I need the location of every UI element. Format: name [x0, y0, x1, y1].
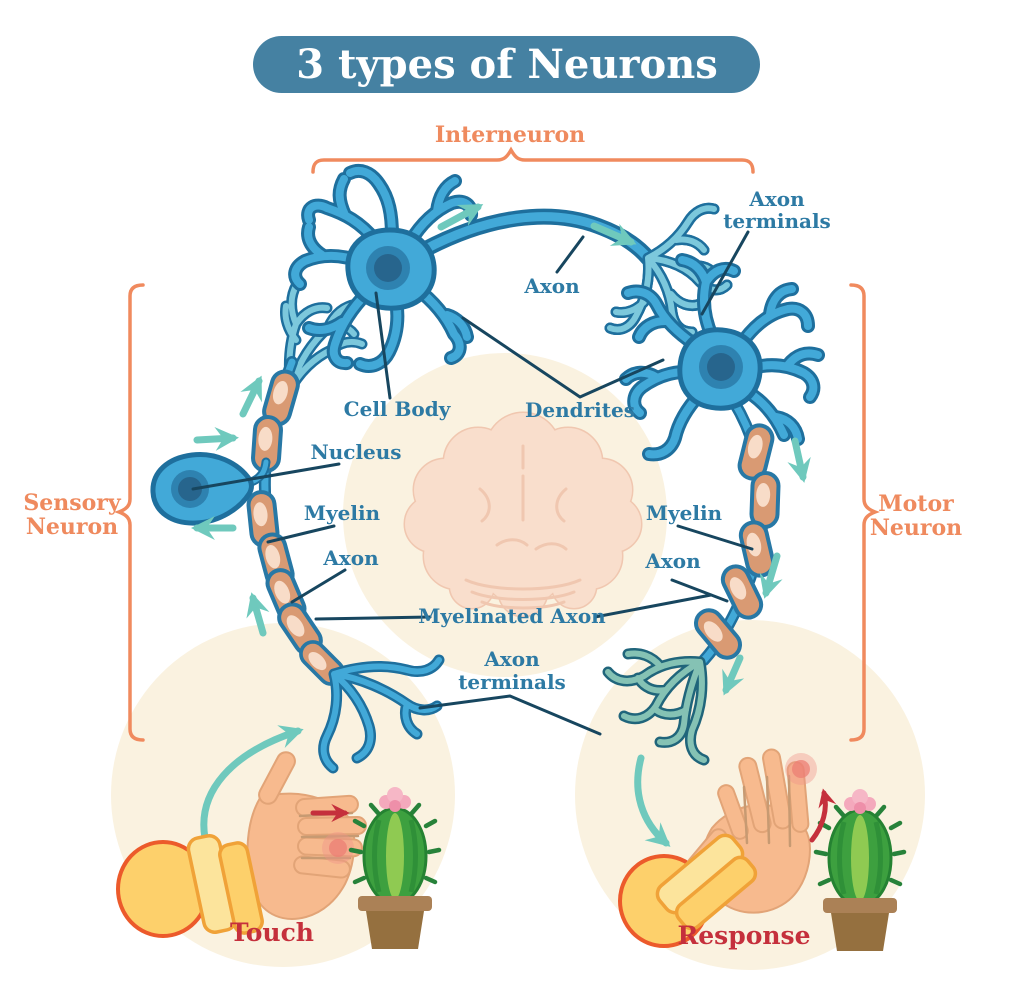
left-fingers — [258, 751, 367, 879]
signal-arrow-motor-to-hand — [634, 754, 671, 847]
title-banner — [253, 36, 760, 93]
pointer-myelin-right — [676, 524, 754, 551]
pointer-axon-right — [670, 578, 729, 603]
signal-arrow-touch-to-sensory — [200, 725, 304, 842]
touch-scene — [116, 751, 439, 949]
pointer-nucleus — [191, 462, 341, 491]
signal-arrow-motor-1 — [787, 437, 811, 483]
signal-arrow-sensory-bottom — [246, 592, 270, 637]
response-arrow — [809, 788, 837, 843]
label-axon-terminals-center-line1: Axon — [483, 647, 540, 671]
interneuron-nucleus — [374, 254, 402, 282]
signal-arrow-interneuron-2 — [590, 222, 637, 246]
pointer-myelinated-axon — [314, 593, 713, 621]
interneuron-illustration — [295, 171, 727, 366]
signal-arrow-motor-3 — [722, 654, 745, 696]
pointer-dendrites — [461, 316, 665, 399]
sensory-nucleus — [178, 477, 202, 501]
label-axon-terminals-top-line1: Axon — [748, 187, 805, 211]
motor-neuron-label-line2: Neuron — [870, 515, 962, 541]
pointer-axon-terminals-top — [700, 230, 750, 316]
pointer-cell-body — [374, 291, 392, 400]
label-myelin-right: Myelin — [646, 501, 723, 525]
motor-neuron-illustration — [608, 260, 818, 760]
motor-neuron-label-line1: Motor — [878, 491, 954, 517]
label-myelinated-axon: Myelinated Axon — [418, 604, 606, 628]
label-myelin-left: Myelin — [304, 501, 381, 525]
pointer-lines — [191, 230, 754, 736]
label-axon-left: Axon — [322, 546, 379, 570]
response-scene — [618, 748, 904, 951]
signal-arrow-motor-2 — [759, 552, 783, 599]
signal-arrows — [191, 203, 811, 847]
response-label: Response — [677, 921, 810, 950]
brain-sulci — [464, 444, 582, 610]
label-cell-body: Cell Body — [344, 397, 452, 421]
sensory-neuron-label-line2: Neuron — [26, 514, 118, 540]
motor-neuron-brace — [849, 283, 880, 742]
right-cuff-band-2 — [674, 855, 758, 931]
signal-arrow-interneuron-1 — [437, 203, 484, 231]
left-touch-glow — [329, 839, 347, 857]
sensory-neuron-label-line1: Sensory — [23, 490, 122, 516]
pointer-axon-top — [555, 235, 585, 274]
motor-nucleus — [707, 353, 735, 381]
touch-label: Touch — [230, 918, 314, 947]
sensory-neuron-brace — [114, 283, 145, 742]
label-axon-terminals-center-line2: terminals — [458, 670, 566, 694]
interneuron-brace — [311, 146, 755, 174]
right-finger-gaps — [742, 774, 792, 848]
pointer-myelin-left — [266, 524, 336, 544]
brain-illustration — [403, 411, 643, 618]
signal-arrow-sensory-right — [193, 427, 239, 451]
interneuron-label: Interneuron — [435, 122, 585, 148]
label-dendrites: Dendrites — [525, 398, 635, 422]
pointer-axon-terminals-center — [418, 694, 602, 736]
signal-arrow-sensory-up — [239, 375, 263, 418]
left-cuff-band-2 — [218, 841, 264, 935]
label-nucleus: Nucleus — [310, 440, 401, 464]
label-axon-right: Axon — [644, 549, 701, 573]
left-thumb — [258, 751, 296, 805]
right-touch-glow — [792, 760, 810, 778]
label-axon-terminals-top-line2: terminals — [723, 209, 831, 233]
label-axon-top: Axon — [523, 274, 580, 298]
pointer-axon-left — [290, 568, 347, 604]
page-title: 3 types of Neurons — [296, 41, 718, 88]
